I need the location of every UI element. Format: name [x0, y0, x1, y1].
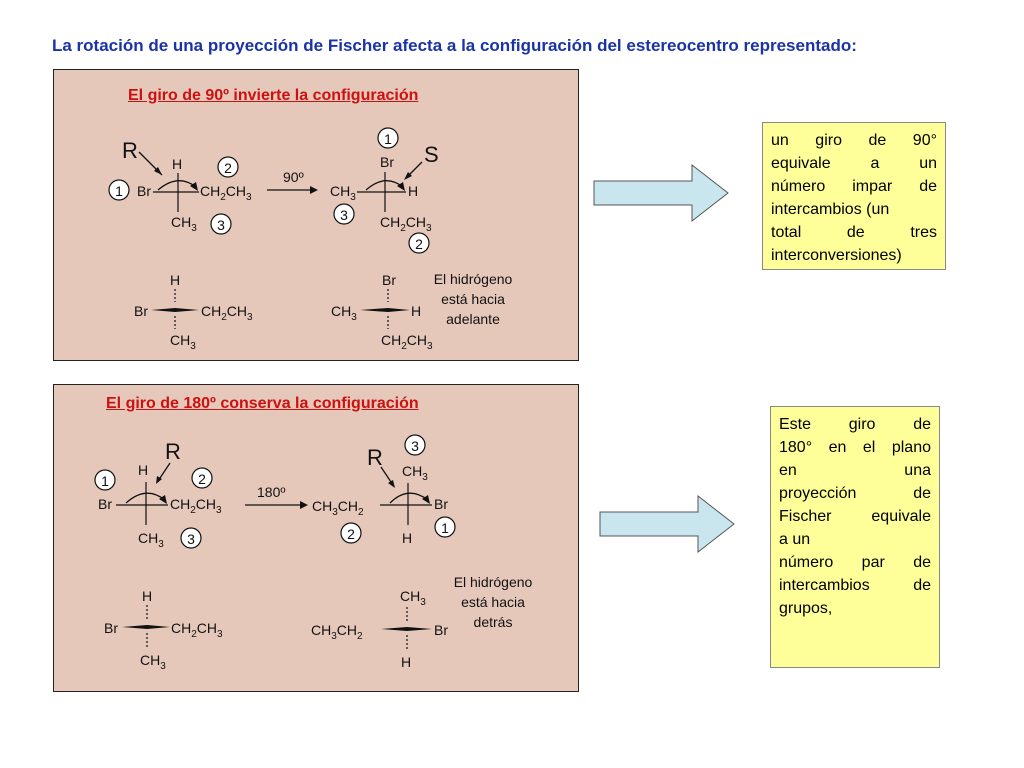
prio-left-3: 3: [210, 213, 232, 235]
note-180-line1: El hidrógeno: [454, 574, 533, 590]
wedge-right-bottom: CH2CH3: [381, 332, 433, 352]
prio2-right-2: 2: [340, 522, 362, 544]
wedge2-right-top: CH3: [400, 588, 426, 608]
prio2-left-1: 1: [94, 469, 116, 491]
panel-90-heading: El giro de 90º invierte la configuración: [128, 87, 419, 104]
arrow-label-180: 180º: [257, 484, 285, 500]
prio-left-1: 1: [108, 179, 130, 201]
wedge2-left-bottom: CH3: [140, 652, 166, 672]
sub-right-right: H: [408, 183, 418, 199]
prio-right-3: 3: [333, 203, 355, 225]
wedge-left-top: H: [170, 272, 180, 288]
r-label-right: R: [367, 445, 383, 470]
wedge2-left-top: H: [142, 588, 152, 604]
wedge2-left-right: CH2CH3: [171, 620, 223, 640]
wedge-right-right: H: [411, 303, 421, 319]
note-90-line1: El hidrógeno: [434, 271, 513, 287]
prio2-left-2: 2: [191, 467, 213, 489]
sub-right-left: CH3: [330, 183, 356, 203]
panel-90: El giro de 90º invierte la configuración…: [53, 69, 579, 361]
svg-text:2: 2: [347, 526, 355, 542]
sub2-right-right: Br: [434, 496, 448, 512]
svg-text:2: 2: [415, 236, 423, 252]
r-label-left: R: [165, 439, 181, 464]
note-180-line2: está hacia: [461, 594, 525, 610]
sub2-right-left: CH3CH2: [312, 498, 364, 518]
wedge2-left-left: Br: [104, 620, 118, 636]
prio-right-1: 1: [377, 127, 399, 149]
wedge2-right-bottom: H: [401, 654, 411, 670]
sub-left-left: Br: [137, 183, 151, 199]
block-arrow-90: [593, 163, 729, 223]
svg-text:1: 1: [115, 183, 123, 199]
sub2-left-top: H: [138, 462, 148, 478]
prio2-right-3: 3: [404, 434, 426, 456]
svg-text:1: 1: [101, 473, 109, 489]
note-90-line2: está hacia: [441, 291, 505, 307]
note-90: un giro de 90° equivale a un número impa…: [762, 122, 946, 270]
note-180-line3: detrás: [474, 614, 513, 630]
wedge-left-right: CH2CH3: [201, 303, 253, 323]
wedge2-right-left: CH3CH2: [311, 622, 363, 642]
wedge-left-left: Br: [134, 303, 148, 319]
s-label: S: [424, 142, 439, 167]
svg-text:2: 2: [224, 160, 232, 176]
wedge2-right-right: Br: [434, 622, 448, 638]
block-arrow-180: [599, 494, 735, 554]
arrow-label-90: 90º: [283, 169, 304, 185]
r-label: R: [122, 138, 138, 163]
sub-left-right: CH2CH3: [200, 183, 252, 203]
panel-180-heading: El giro de 180º conserva la configuració…: [106, 395, 419, 412]
panel-180: El giro de 180º conserva la configuració…: [53, 384, 579, 692]
svg-text:1: 1: [384, 131, 392, 147]
svg-text:3: 3: [411, 438, 419, 454]
svg-text:3: 3: [217, 217, 225, 233]
sub2-left-left: Br: [98, 496, 112, 512]
svg-text:1: 1: [441, 520, 449, 536]
wedge-right-left: CH3: [331, 303, 357, 323]
svg-text:2: 2: [198, 471, 206, 487]
prio2-right-1: 1: [434, 516, 456, 538]
sub-left-top: H: [172, 156, 182, 172]
note-90-line3: adelante: [446, 311, 500, 327]
panel-180-diagram: R 1 H 2 Br CH2CH3 CH3 3 180º R: [94, 434, 533, 672]
sub-right-bottom: CH2CH3: [380, 214, 432, 234]
svg-text:3: 3: [187, 531, 195, 547]
sub-left-bottom: CH3: [171, 214, 197, 234]
page-title: La rotación de una proyección de Fischer…: [52, 36, 857, 55]
sub-right-top: Br: [380, 154, 394, 170]
svg-text:3: 3: [340, 207, 348, 223]
note-180: Este giro de 180° en el plano en una pro…: [770, 406, 940, 668]
sub2-left-right: CH2CH3: [170, 496, 222, 516]
sub2-right-top: CH3: [402, 463, 428, 483]
sub2-left-bottom: CH3: [138, 530, 164, 550]
wedge-right-top: Br: [382, 272, 396, 288]
sub2-right-bottom: H: [402, 530, 412, 546]
wedge-left-bottom: CH3: [170, 332, 196, 352]
panel-90-diagram: R 1 H Br CH2CH3 2 CH3 3 90º 1 Br: [108, 127, 513, 352]
prio2-left-3: 3: [180, 527, 202, 549]
prio-right-2: 2: [408, 232, 430, 254]
prio-left-2: 2: [217, 156, 239, 178]
